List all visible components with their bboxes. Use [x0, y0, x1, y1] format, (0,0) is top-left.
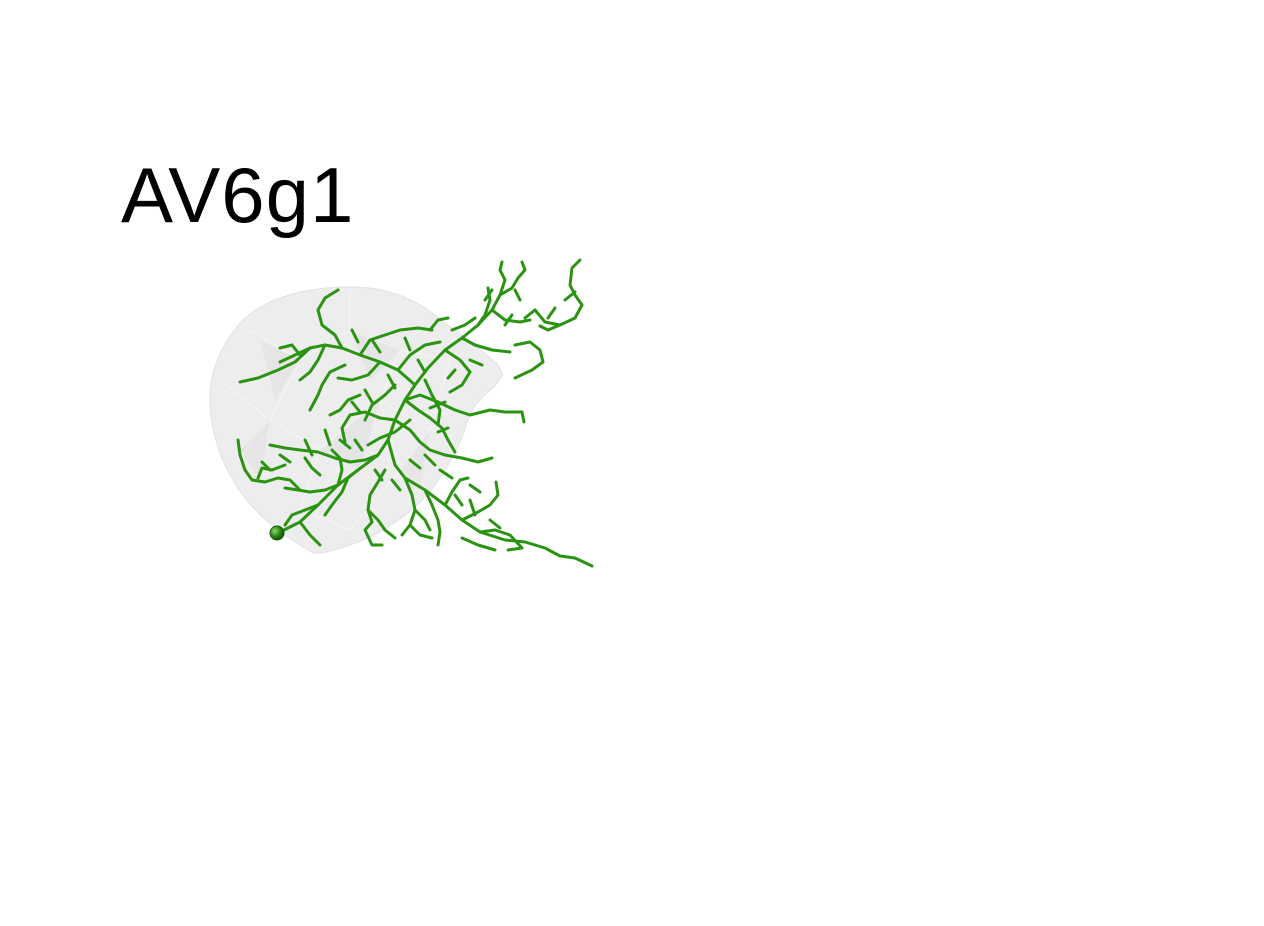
neuron-soma [269, 525, 285, 541]
neuron-skeleton [236, 258, 594, 568]
neuron-name-label: AV6g1 [121, 151, 355, 239]
